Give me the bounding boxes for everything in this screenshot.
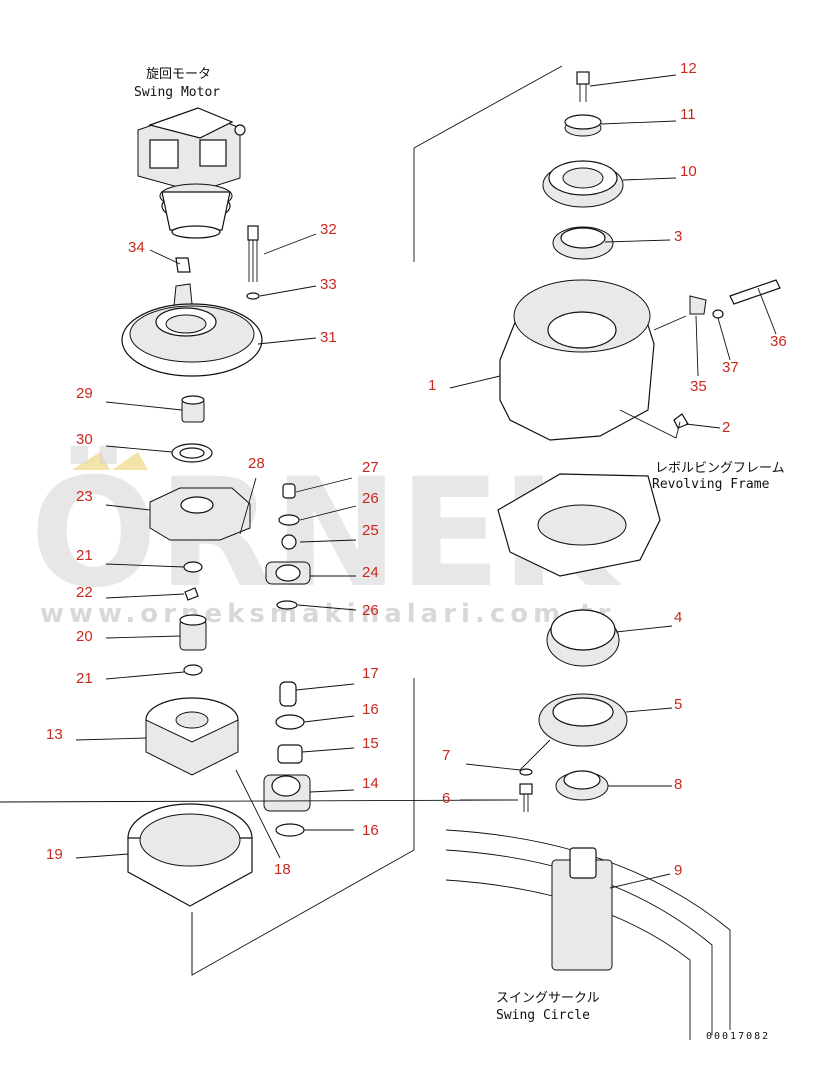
- callout-20: 20: [76, 628, 93, 645]
- revolving-frame-label-jp: レボルビングフレーム: [655, 461, 785, 476]
- watermark-url: www.orneksmakinalari.com.tr: [40, 599, 615, 629]
- callout-14: 14: [362, 775, 379, 792]
- callout-21a: 21: [76, 547, 93, 564]
- callout-15: 15: [362, 735, 379, 752]
- swing-motor-drawing: [137, 107, 246, 239]
- callout-5: 5: [674, 696, 682, 713]
- callout-21b: 21: [76, 670, 93, 687]
- group-brackets: [191, 65, 563, 976]
- callout-31: 31: [320, 329, 337, 346]
- callout-37: 37: [722, 359, 739, 376]
- callout-27: 27: [362, 459, 379, 476]
- text-labels: 旋回モータ Swing Motor レボルビングフレーム Revolving F…: [134, 67, 785, 1042]
- callout-32: 32: [320, 221, 337, 238]
- callout-6: 6: [442, 790, 450, 807]
- callout-12: 12: [680, 60, 697, 77]
- leader-lines: [0, 74, 777, 889]
- callout-30: 30: [76, 431, 93, 448]
- callout-3: 3: [674, 228, 682, 245]
- callout-9: 9: [674, 862, 682, 879]
- callout-2: 2: [722, 419, 730, 436]
- callout-23: 23: [76, 488, 93, 505]
- callout-10: 10: [680, 163, 697, 180]
- callout-7: 7: [442, 747, 450, 764]
- swing-circle-parts: [445, 473, 731, 1040]
- callout-11: 11: [680, 106, 696, 123]
- callout-26b: 26: [362, 602, 379, 619]
- callout-4: 4: [674, 609, 682, 626]
- callout-19: 19: [46, 846, 63, 863]
- watermark-accent-right: [112, 452, 148, 470]
- callout-36: 36: [770, 333, 787, 350]
- callout-22: 22: [76, 584, 93, 601]
- callout-8: 8: [674, 776, 682, 793]
- motor-flange-parts: [121, 225, 263, 377]
- swing-motor-label-jp: 旋回モータ: [146, 67, 211, 82]
- callout-1: 1: [428, 377, 436, 394]
- swing-circle-label-jp: スイングサークル: [496, 991, 600, 1006]
- revolving-frame-parts: [499, 71, 781, 441]
- callouts: 12 11 10 3 36 1 35 37 2 4 5 7 8 6 9 32 3…: [46, 60, 787, 879]
- callout-17: 17: [362, 665, 379, 682]
- swing-circle-label-en: Swing Circle: [496, 1008, 590, 1023]
- planetary-stage-1-parts: [149, 395, 311, 676]
- callout-18: 18: [274, 861, 291, 878]
- callout-25: 25: [362, 522, 379, 539]
- callout-26a: 26: [362, 490, 379, 507]
- drawing-code: 00017082: [706, 1031, 770, 1042]
- planetary-stage-2-parts: [127, 681, 311, 907]
- callout-16a: 16: [362, 701, 379, 718]
- revolving-frame-label-en: Revolving Frame: [652, 477, 770, 492]
- callout-13: 13: [46, 726, 63, 743]
- swing-motor-label-en: Swing Motor: [134, 85, 220, 100]
- callout-28: 28: [248, 455, 265, 472]
- callout-33: 33: [320, 276, 337, 293]
- callout-16b: 16: [362, 822, 379, 839]
- callout-24: 24: [362, 564, 379, 581]
- callout-29: 29: [76, 385, 93, 402]
- watermark-accent-left: [72, 452, 110, 470]
- callout-34: 34: [128, 239, 145, 256]
- callout-35: 35: [690, 378, 707, 395]
